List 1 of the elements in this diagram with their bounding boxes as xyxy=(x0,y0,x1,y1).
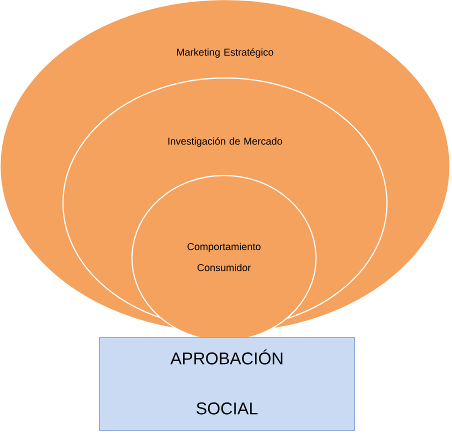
label-box: APROBACIÓN SOCIAL xyxy=(99,337,355,431)
